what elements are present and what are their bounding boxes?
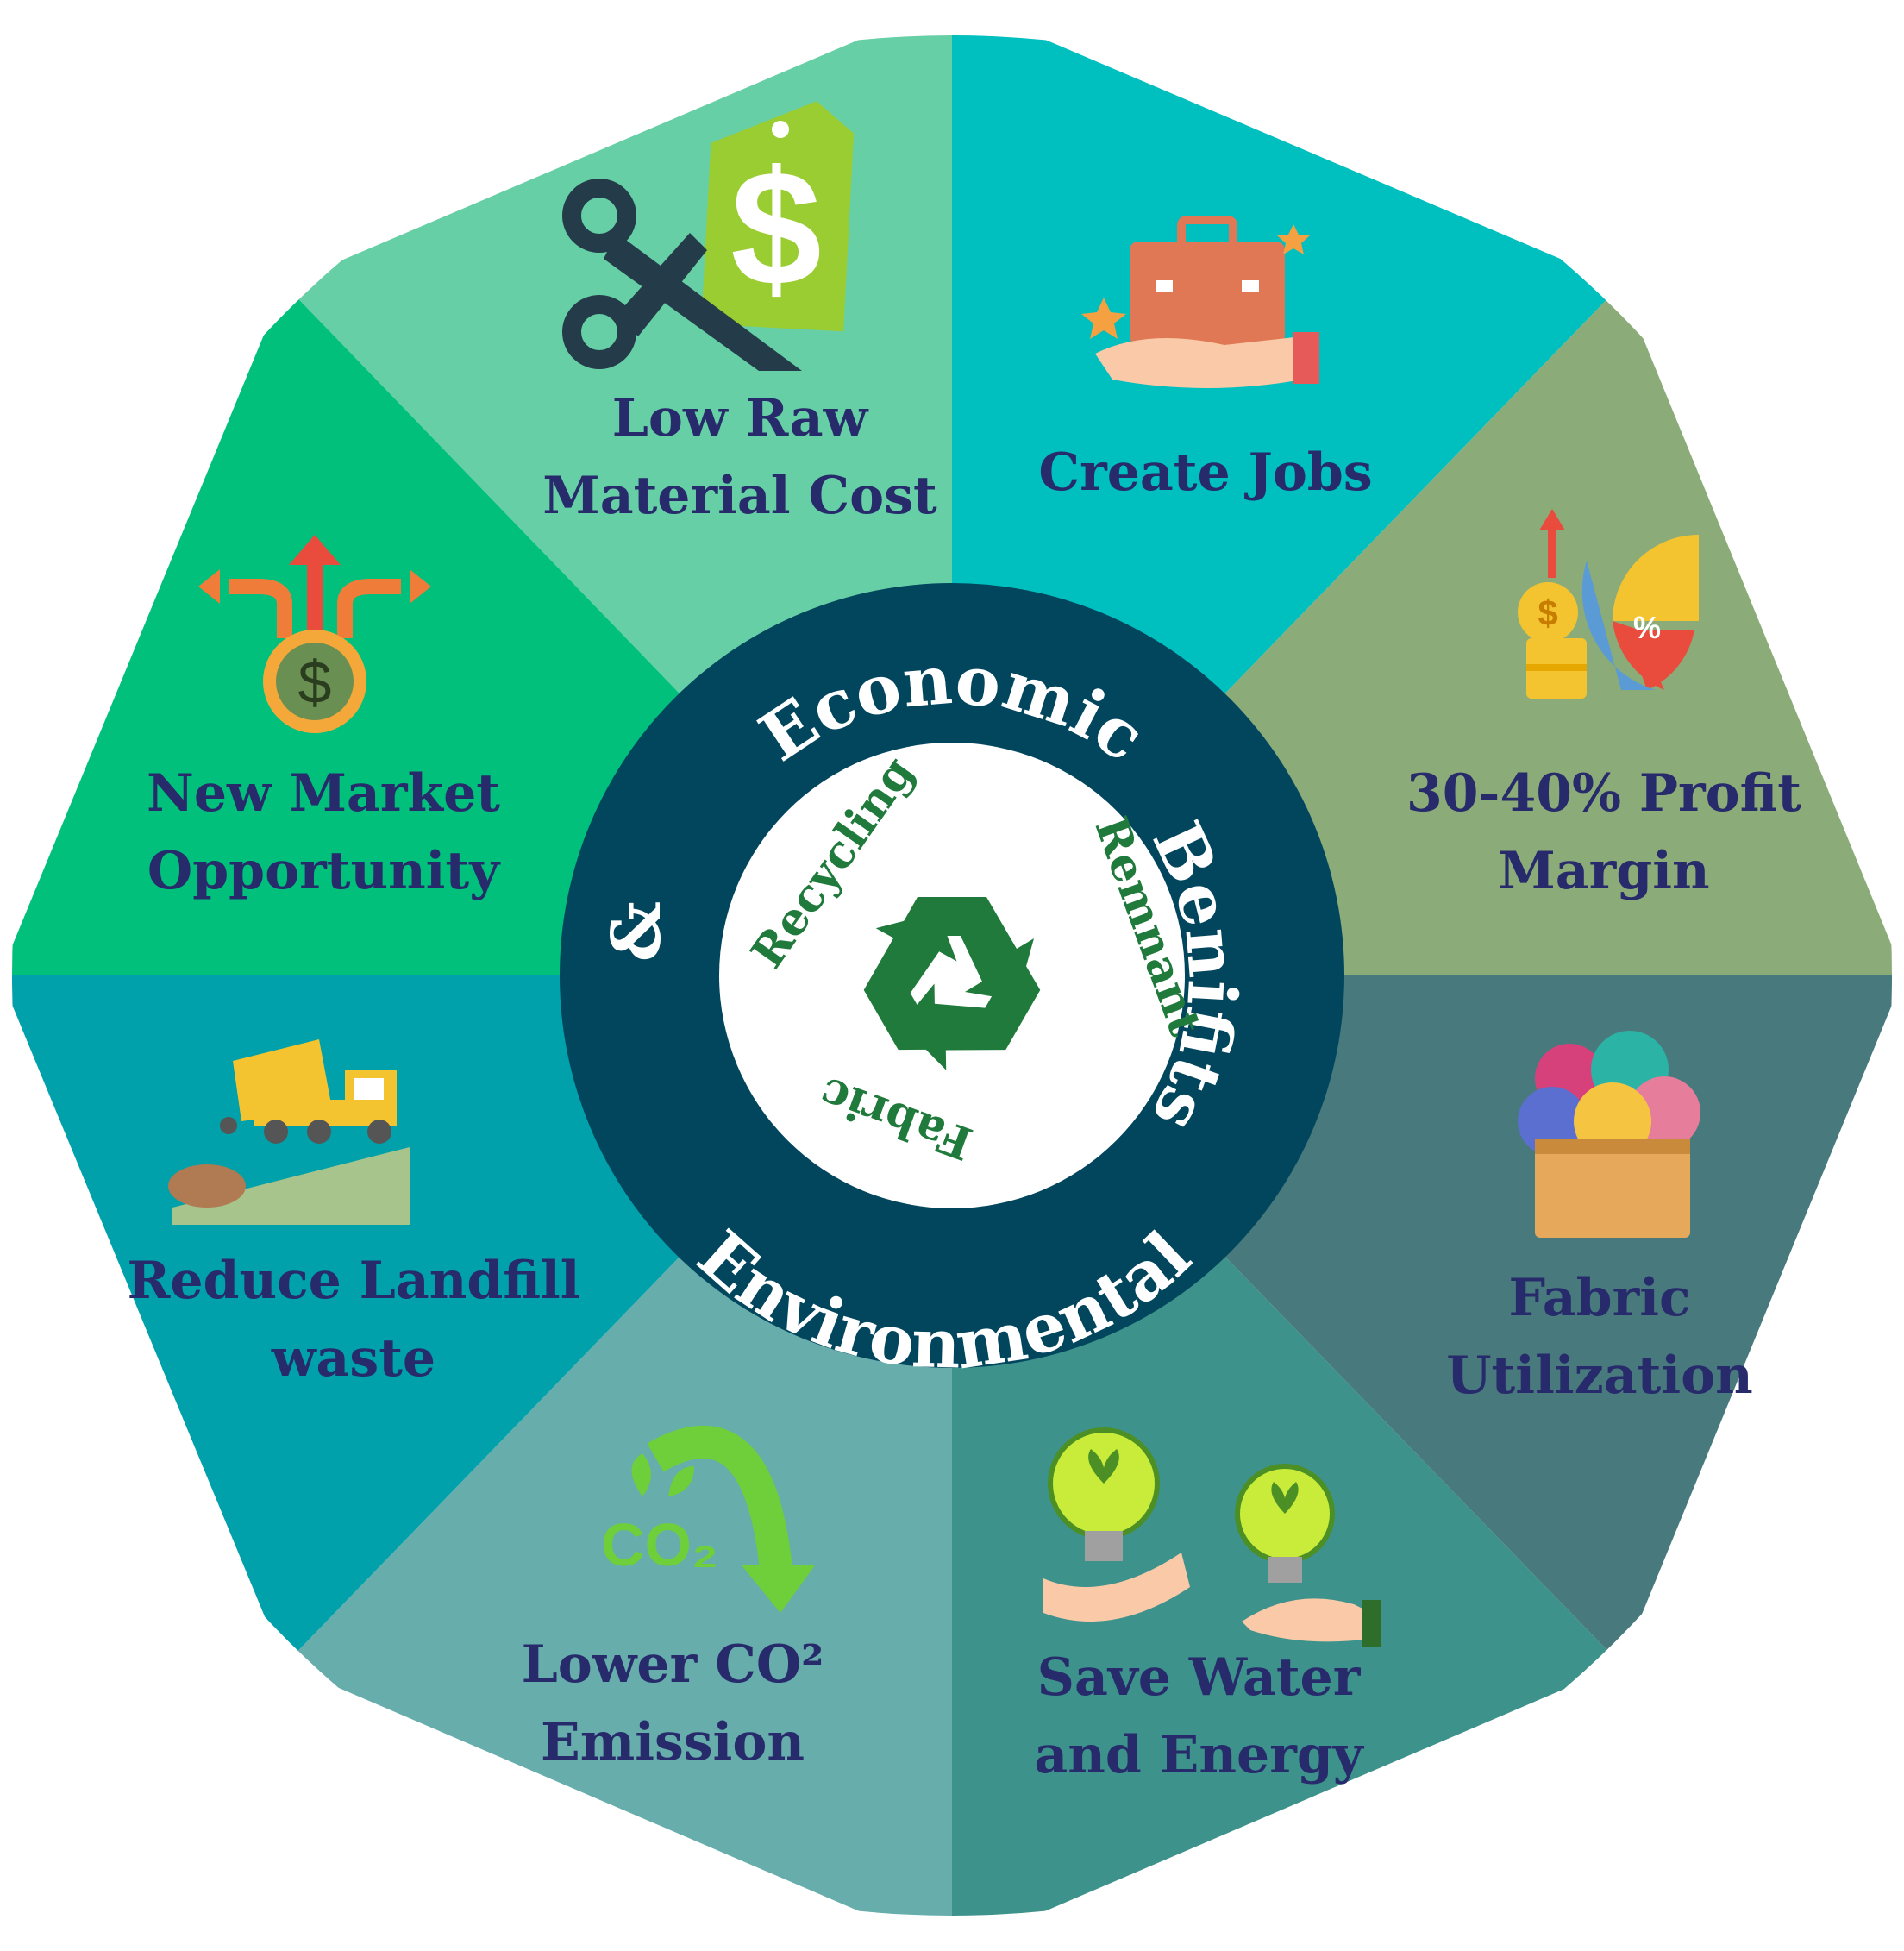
segment-label-line: Fabric	[1508, 1268, 1690, 1328]
center-disc	[719, 743, 1185, 1208]
segment-label: Save Water and Energy	[1034, 1647, 1364, 1785]
segment-label-line: Create Jobs	[1038, 442, 1372, 503]
segment-label-line: 30-40% Profit	[1406, 763, 1801, 824]
segment-label-line: Lower CO²	[522, 1634, 824, 1695]
hands-lightbulb-icon	[1043, 1427, 1381, 1647]
fabric-box-icon	[1518, 1031, 1700, 1238]
segment-label: Create Jobs	[1038, 442, 1372, 503]
svg-text:CO₂: CO₂	[601, 1511, 718, 1578]
hand-briefcase-icon	[1081, 216, 1319, 388]
segment-label-line: Reduce Landfill	[127, 1251, 579, 1311]
segment-label-line: Low Raw	[612, 388, 869, 449]
svg-text:$: $	[298, 649, 332, 716]
segment-label: Lower CO² Emission	[522, 1634, 824, 1772]
dollar-arrows-icon: $	[198, 535, 431, 733]
segment-label-line: Opportunity	[147, 841, 501, 901]
segment-label-line: Save Water	[1037, 1647, 1362, 1708]
scissors-price-tag-icon: $	[562, 101, 855, 371]
segment-label-line: waste	[271, 1328, 435, 1389]
segment-label-line: Utilization	[1446, 1346, 1753, 1406]
segment-label-line: and Energy	[1034, 1725, 1364, 1785]
svg-text:$: $	[730, 137, 822, 320]
svg-text:%: %	[1633, 610, 1661, 645]
co2-arrow-icon: CO₂	[601, 1425, 815, 1613]
dump-truck-icon	[168, 1039, 410, 1225]
svg-text:$: $	[1538, 593, 1557, 633]
ring-word-ampersand: &	[598, 901, 676, 962]
segment-label-line: Material Cost	[542, 466, 937, 526]
recycle-icon	[840, 897, 1057, 1091]
segment-label-line: New Market	[147, 763, 500, 824]
profit-chart-icon: $ %	[1518, 509, 1699, 699]
segment-label: Reduce Landfill waste	[127, 1251, 579, 1389]
segment-label-line: Emission	[541, 1712, 805, 1772]
segment-label-line: Margin	[1498, 841, 1709, 901]
